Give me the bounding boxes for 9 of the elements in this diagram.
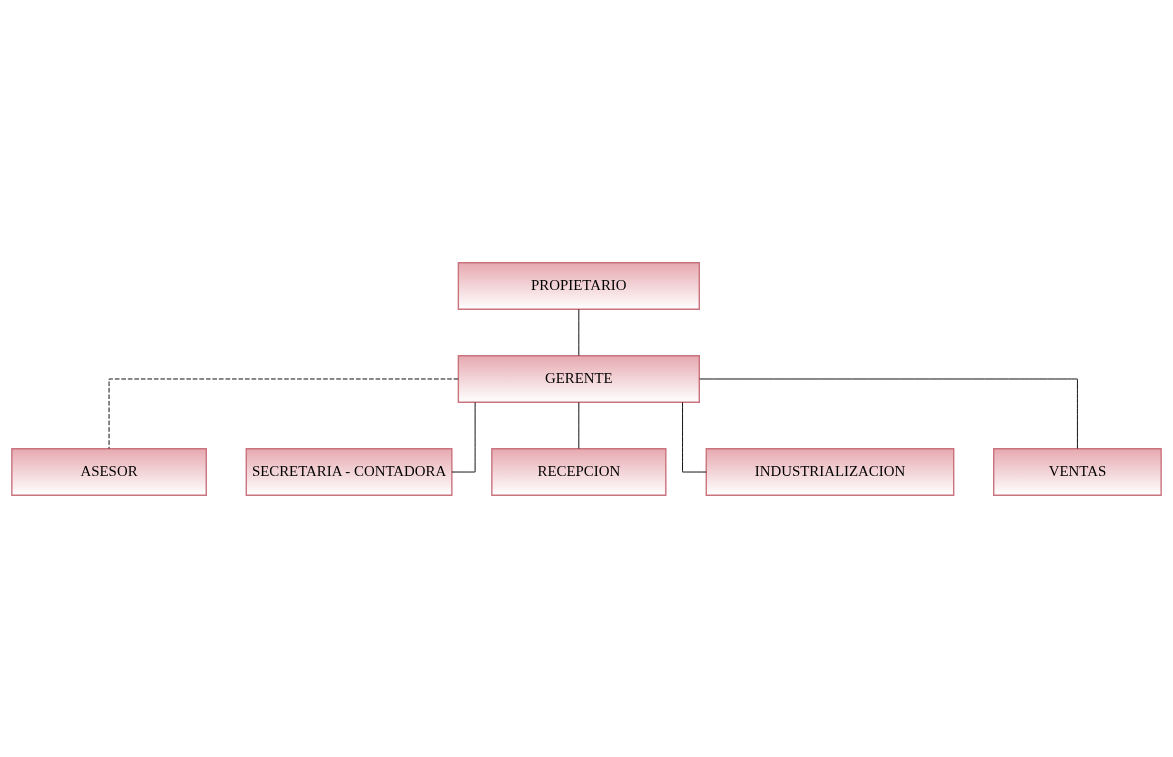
node-box: SECRETARIA - CONTADORA [245, 447, 453, 496]
node-box: VENTAS [993, 447, 1162, 496]
node-box: RECEPCION [491, 447, 667, 496]
node-box: PROPIETARIO [457, 261, 700, 310]
connector [682, 401, 707, 472]
node-box: INDUSTRIALIZACION [705, 447, 955, 496]
node-box: ASESOR [11, 447, 207, 496]
node-box: GERENTE [457, 354, 700, 403]
connector [699, 378, 1078, 449]
